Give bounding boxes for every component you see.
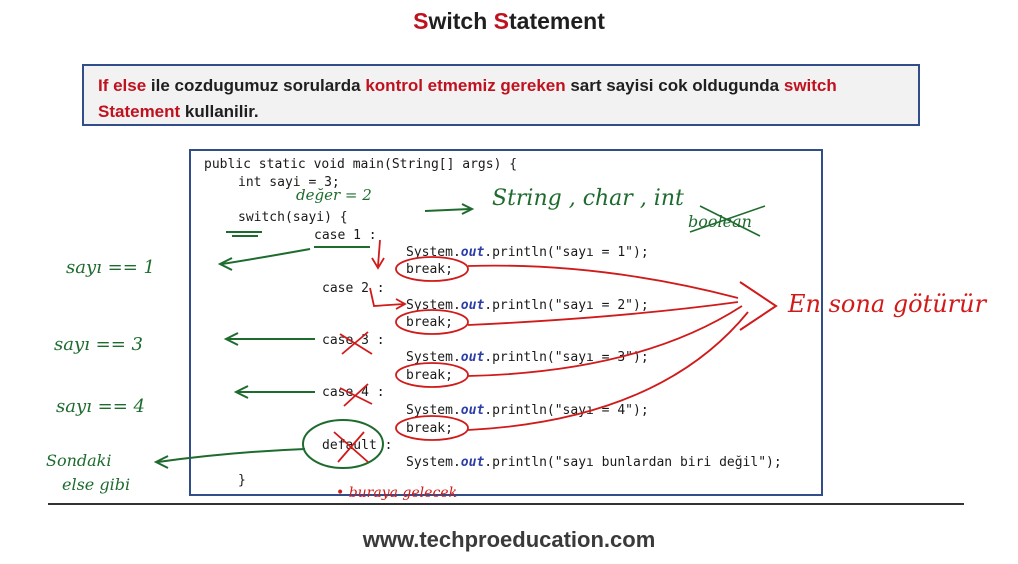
- code-break-3: break;: [406, 368, 453, 383]
- buraya-annotation: • buraya gelecek: [336, 485, 457, 501]
- title-word1: witch: [428, 8, 494, 34]
- break2-circle: [395, 309, 469, 335]
- sondaki-annotation: Sondaki: [46, 451, 112, 470]
- note-text-2: sart sayisi cok oldugunda: [565, 76, 784, 95]
- page-title: Switch Statement: [0, 8, 1018, 35]
- note-if-else: If else: [98, 76, 147, 95]
- sayi4-annotation: sayı == 4: [56, 396, 145, 417]
- types-arrow-head: [461, 203, 475, 215]
- break3-curve: [467, 305, 743, 377]
- title-cap-s2: S: [493, 8, 509, 34]
- code-print-4: System.out.println("sayı = 4");: [406, 403, 649, 418]
- code-main-signature: public static void main(String[] args) {: [204, 157, 518, 172]
- case3-cross-icon: [339, 331, 373, 355]
- case1-down-arrow: [371, 239, 385, 270]
- note-kontrol: kontrol etmemiz gereken: [365, 76, 566, 95]
- case3-arrow-head: [223, 332, 239, 346]
- case2-arrow: [369, 287, 407, 310]
- footer-divider: [48, 503, 964, 505]
- code-switch: switch(sayi) {: [238, 210, 348, 225]
- boolean-cross-icon: [689, 205, 766, 237]
- code-case-1: case 1 :: [314, 228, 377, 243]
- default-cross-icon: [333, 431, 369, 463]
- case4-arrow-head: [233, 385, 249, 399]
- sayi1-annotation: sayı == 1: [66, 257, 155, 278]
- en-sona-arrow-head: [739, 281, 778, 331]
- code-break-2: break;: [406, 315, 453, 330]
- types-annotation: String , char , int: [492, 186, 684, 211]
- underline-mark: [226, 231, 262, 237]
- default-arrow: [157, 448, 306, 463]
- types-arrow: [424, 208, 471, 212]
- else-gibi-annotation: else gibi: [62, 475, 130, 494]
- note-text-3: kullanilir.: [180, 102, 259, 121]
- code-break-1: break;: [406, 262, 453, 277]
- code-case-2: case 2 :: [322, 281, 385, 296]
- break4-curve: [467, 311, 749, 431]
- break1-circle: [395, 256, 469, 282]
- code-print-1: System.out.println("sayı = 1");: [406, 245, 649, 260]
- title-cap-s1: S: [413, 8, 429, 34]
- default-arrow-head: [153, 455, 169, 469]
- case1-arrow-head: [217, 257, 233, 271]
- break4-circle: [395, 415, 469, 441]
- break3-circle: [395, 362, 469, 388]
- break2-curve: [467, 301, 739, 326]
- footer-url[interactable]: www.techproeducation.com: [362, 527, 656, 552]
- sayi3-annotation: sayı == 3: [54, 334, 143, 355]
- code-int-sayi: int sayi = 3;: [238, 175, 340, 190]
- info-note-box: If else ile cozdugumuz sorularda kontrol…: [82, 64, 920, 126]
- code-closing-brace: }: [238, 473, 246, 488]
- code-print-3: System.out.println("sayı = 3");: [406, 350, 649, 365]
- code-print-2: System.out.println("sayı = 2");: [406, 298, 649, 313]
- title-word2: tatement: [509, 8, 605, 34]
- deger-annotation: değer = 2: [296, 186, 372, 204]
- break1-curve: [467, 264, 739, 299]
- en-sona-annotation: En sona götürür: [787, 290, 988, 318]
- default-circle: [302, 419, 384, 469]
- code-break-4: break;: [406, 421, 453, 436]
- case1-arrow: [221, 248, 311, 265]
- code-case-4: case 4 :: [322, 385, 385, 400]
- code-print-default: System.out.println("sayı bunlardan biri …: [406, 455, 782, 470]
- note-switch-statement: switch Statement: [98, 76, 837, 121]
- case4-cross-icon: [339, 383, 373, 407]
- note-text-1: ile cozdugumuz sorularda: [146, 76, 366, 95]
